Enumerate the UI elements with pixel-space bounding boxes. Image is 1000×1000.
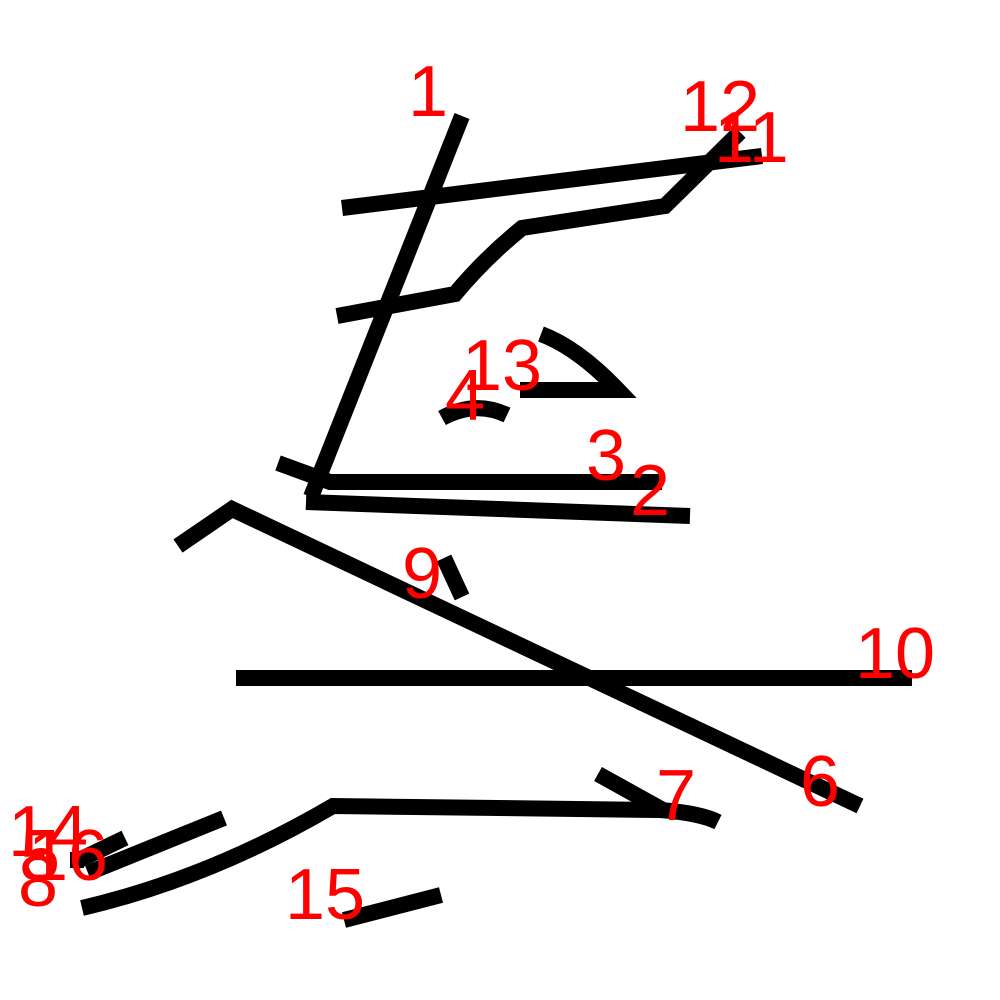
stroke-13 xyxy=(520,326,637,398)
label-13: 13 xyxy=(462,326,542,406)
stroke-12 xyxy=(335,126,746,324)
label-14: 14 xyxy=(8,792,88,872)
stroke-9 xyxy=(436,554,470,601)
stroke-4 xyxy=(438,400,511,426)
label-16: 16 xyxy=(28,816,108,896)
stroke-16 xyxy=(85,810,227,881)
stroke-8 xyxy=(80,797,722,916)
label-5: 5 xyxy=(20,816,60,896)
stroke-15 xyxy=(342,887,443,928)
label-8: 8 xyxy=(18,842,58,922)
label-2: 2 xyxy=(630,451,670,531)
label-11: 11 xyxy=(714,98,789,178)
label-12: 12 xyxy=(680,67,760,147)
label-9: 9 xyxy=(402,534,442,614)
stroke-3 xyxy=(275,455,662,490)
label-10: 10 xyxy=(855,614,935,694)
stroke-labels: 1 2 3 4 5 6 7 8 9 10 11 12 13 14 15 16 xyxy=(8,52,935,935)
stroke-6 xyxy=(173,499,864,814)
label-15: 15 xyxy=(285,855,365,935)
stroke-2 xyxy=(305,494,691,524)
label-7: 7 xyxy=(656,756,696,836)
stroke-11 xyxy=(341,148,763,216)
label-1: 1 xyxy=(408,52,448,132)
label-3: 3 xyxy=(586,416,626,496)
label-6: 6 xyxy=(800,742,840,822)
label-4: 4 xyxy=(445,356,485,436)
